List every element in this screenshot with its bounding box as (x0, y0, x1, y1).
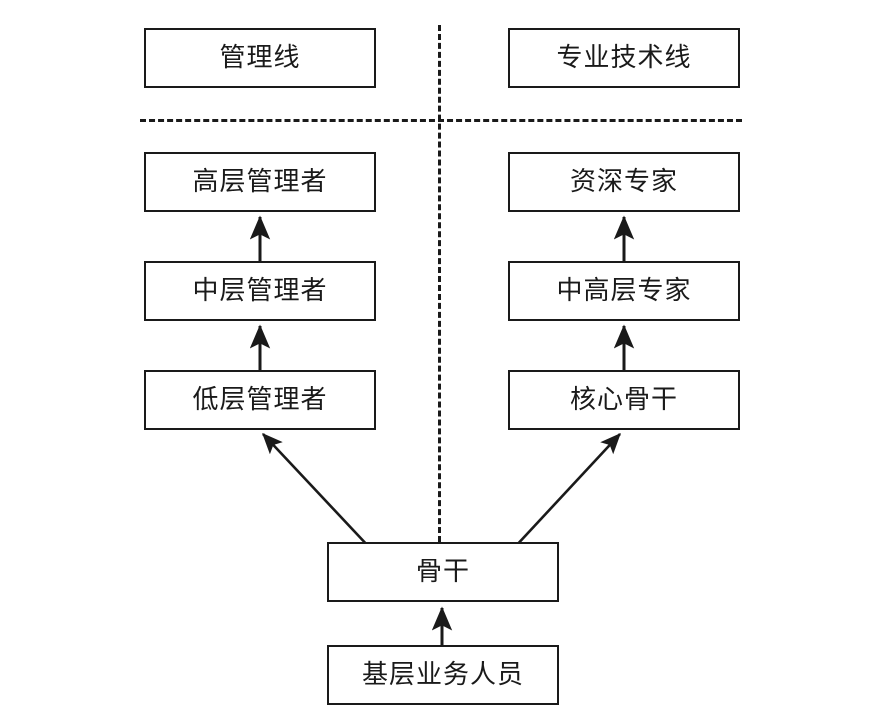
edge-backbone-to-core-backbone (513, 433, 621, 549)
node-junior-manager[interactable]: 低层管理者 (144, 370, 376, 430)
node-backbone[interactable]: 骨干 (327, 542, 559, 602)
node-mid-high-expert[interactable]: 中高层专家 (508, 261, 740, 321)
column-header-technical-line[interactable]: 专业技术线 (508, 28, 740, 88)
node-senior-manager[interactable]: 高层管理者 (144, 152, 376, 212)
column-header-management-line[interactable]: 管理线 (144, 28, 376, 88)
node-middle-manager[interactable]: 中层管理者 (144, 261, 376, 321)
node-core-backbone[interactable]: 核心骨干 (508, 370, 740, 430)
node-senior-expert[interactable]: 资深专家 (508, 152, 740, 212)
vertical-dashed-divider (438, 25, 441, 542)
node-frontline-staff[interactable]: 基层业务人员 (327, 645, 559, 705)
horizontal-dashed-divider (140, 119, 742, 122)
edge-backbone-to-junior-manager (262, 433, 371, 549)
